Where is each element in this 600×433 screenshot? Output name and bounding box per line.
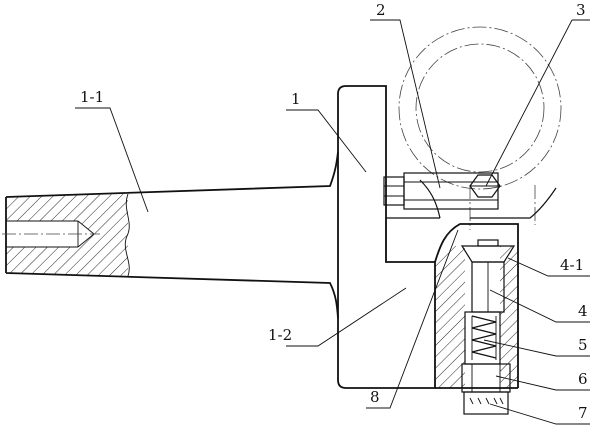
screw-head-left bbox=[383, 176, 405, 206]
leader-7 bbox=[489, 403, 590, 425]
ring-phantom bbox=[398, 26, 562, 230]
clamp-outline bbox=[434, 223, 519, 389]
label-1: 1 bbox=[291, 90, 301, 108]
label-8: 8 bbox=[370, 388, 380, 406]
leader-6 bbox=[495, 375, 590, 391]
label-5: 5 bbox=[578, 336, 588, 354]
spring-coil bbox=[471, 315, 497, 359]
shank-break-line bbox=[124, 193, 130, 277]
threaded-end-part-7 bbox=[463, 391, 509, 415]
clamp-block bbox=[403, 172, 499, 210]
leader-2 bbox=[370, 19, 441, 189]
leader-lines bbox=[75, 19, 590, 425]
clamp-upper-curve bbox=[419, 179, 557, 219]
thread-body bbox=[463, 391, 509, 415]
shank-part-1-1 bbox=[2, 151, 339, 319]
spring-bore bbox=[464, 311, 501, 365]
label-1-2: 1-2 bbox=[268, 326, 292, 344]
clamp-section-hatch bbox=[435, 246, 465, 388]
label-7: 7 bbox=[578, 404, 588, 422]
part-labels: 1-1 1 2 3 4-1 1-2 4 5 6 7 8 bbox=[80, 1, 588, 422]
clamp-housing bbox=[419, 179, 557, 389]
leader-1-1 bbox=[75, 107, 149, 213]
leader-5 bbox=[483, 339, 590, 357]
leader-3 bbox=[485, 19, 590, 187]
leader-4 bbox=[489, 289, 590, 323]
label-4: 4 bbox=[578, 302, 588, 320]
label-1-1: 1-1 bbox=[80, 88, 104, 106]
leader-8 bbox=[366, 229, 459, 409]
clamp-section-hatch-right bbox=[500, 246, 518, 388]
body-part-1 bbox=[337, 85, 440, 389]
label-4-1: 4-1 bbox=[560, 256, 584, 274]
label-3: 3 bbox=[576, 1, 586, 19]
leader-1-2 bbox=[286, 287, 407, 347]
leader-1 bbox=[286, 109, 367, 173]
label-6: 6 bbox=[578, 370, 588, 388]
thread-marks bbox=[469, 397, 504, 405]
hex-nut-part-3 bbox=[469, 174, 501, 198]
ring-inner bbox=[415, 43, 545, 173]
label-2: 2 bbox=[376, 1, 386, 19]
clamp-block-part-2 bbox=[383, 172, 499, 210]
pin-top-cap bbox=[477, 239, 499, 247]
ring-outer bbox=[398, 26, 562, 190]
body-outline bbox=[337, 85, 436, 389]
spring-part-5 bbox=[464, 311, 501, 365]
leader-4-1 bbox=[507, 257, 590, 277]
